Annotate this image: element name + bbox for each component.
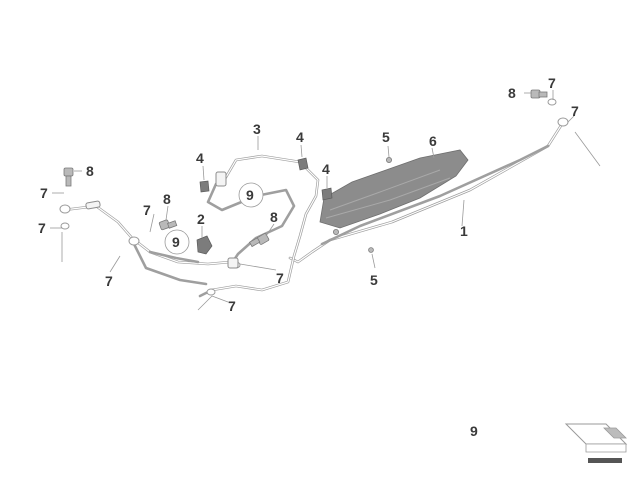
callout-9-left: 9 bbox=[172, 234, 180, 250]
callout-9-legend: 9 bbox=[470, 423, 478, 439]
brake-line-3 bbox=[210, 154, 320, 292]
callout-labels: 1 2 3 4 4 4 5 5 6 7 7 7 7 7 7 7 7 8 8 8 … bbox=[38, 75, 579, 439]
callout-8-b: 8 bbox=[163, 191, 171, 207]
callout-5-upper: 5 bbox=[382, 129, 390, 145]
callout-3: 3 bbox=[253, 121, 261, 137]
callout-7-g: 7 bbox=[548, 75, 556, 91]
brake-line-inner bbox=[206, 182, 296, 268]
bolt-8-top-right bbox=[530, 89, 548, 99]
callout-7-b: 7 bbox=[38, 220, 46, 236]
callout-7-c: 7 bbox=[105, 273, 113, 289]
seal-ring-7-left bbox=[59, 204, 71, 214]
callout-7-h: 7 bbox=[571, 103, 579, 119]
callout-4-left: 4 bbox=[196, 150, 204, 166]
callout-4-right: 4 bbox=[322, 161, 330, 177]
screw-5-lower bbox=[368, 247, 374, 253]
callout-7-f: 7 bbox=[228, 298, 236, 314]
clamp-2 bbox=[196, 235, 213, 255]
brake-line-parallel bbox=[320, 144, 550, 246]
fitting-upper bbox=[215, 171, 227, 187]
brake-line-assembly bbox=[62, 122, 564, 298]
brake-line-lower bbox=[130, 238, 208, 286]
clip-4-mid bbox=[297, 157, 309, 171]
callout-8-d: 8 bbox=[508, 85, 516, 101]
screw-5-mid bbox=[332, 228, 339, 235]
callout-1: 1 bbox=[460, 223, 468, 239]
bolt-8-mid bbox=[158, 219, 178, 231]
leader-lines bbox=[50, 90, 601, 311]
marker-9-left bbox=[164, 229, 190, 255]
bolt-8-left bbox=[63, 167, 74, 187]
seal-ring-7-mid bbox=[128, 236, 140, 246]
clip-4-left bbox=[199, 180, 210, 193]
callout-2: 2 bbox=[197, 211, 205, 227]
seal-ring-7-bottom bbox=[206, 288, 216, 296]
callout-8-a: 8 bbox=[86, 163, 94, 179]
callout-8-c: 8 bbox=[270, 209, 278, 225]
callout-7-e: 7 bbox=[276, 270, 284, 286]
seal-ring-7-left-lower bbox=[60, 222, 70, 230]
diagram-symbol-icon bbox=[564, 423, 628, 463]
fitting-lower bbox=[227, 257, 239, 269]
seal-ring-7-right bbox=[557, 117, 569, 127]
callout-7-a: 7 bbox=[40, 185, 48, 201]
callout-4-mid: 4 bbox=[296, 129, 304, 145]
fitting-left bbox=[85, 200, 101, 210]
callout-7-d: 7 bbox=[143, 202, 151, 218]
callout-9-upper: 9 bbox=[246, 187, 254, 203]
marker-9-upper bbox=[238, 182, 264, 208]
bolt-8-right bbox=[248, 233, 270, 248]
callout-6: 6 bbox=[429, 133, 437, 149]
callout-5-lower: 5 bbox=[370, 272, 378, 288]
clip-4-right bbox=[321, 187, 333, 201]
cover-6 bbox=[319, 149, 469, 229]
seal-ring-7-top bbox=[547, 98, 557, 106]
screw-5-upper bbox=[385, 156, 392, 163]
